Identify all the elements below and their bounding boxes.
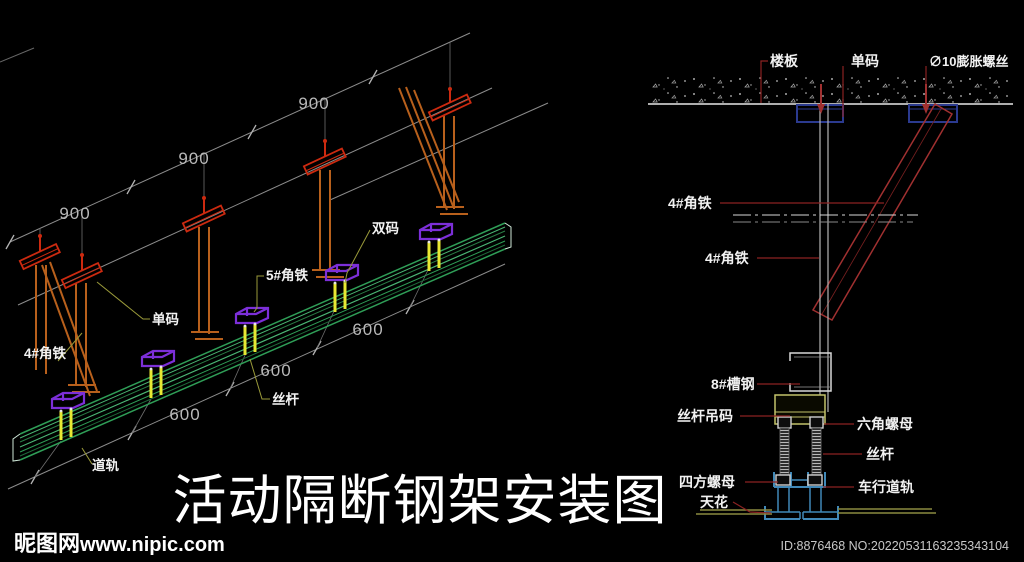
label-shuangma-iso: 双码 <box>372 221 399 236</box>
carriage-track <box>764 472 839 520</box>
expansion-screw-arrows <box>817 84 930 114</box>
label-sifang-luomu: 四方螺母 <box>679 474 735 490</box>
iso-view: 900 900 900 600 600 600 单码 4#角铁 双码 5#角铁 … <box>0 32 549 490</box>
label-chexing-daogui: 车行道轨 <box>858 479 914 495</box>
square-nuts <box>775 474 823 486</box>
diagonal-brace <box>811 102 954 321</box>
vertical-angle-iron <box>819 104 829 412</box>
watermark-site-url: www.nipic.com <box>79 534 225 556</box>
iso-clamps-and-rods <box>50 222 454 440</box>
dim-900-1: 900 <box>59 204 90 223</box>
label-liujiao-luomu: 六角螺母 <box>857 416 913 432</box>
iso-track-rail <box>12 222 512 462</box>
dim-900-2: 900 <box>178 149 209 168</box>
iso-dim-ticks-top <box>5 69 378 250</box>
label-louban: 楼板 <box>770 53 799 69</box>
dim-600-2: 600 <box>260 361 291 380</box>
watermark: 昵图网 www.nipic.com <box>14 531 225 556</box>
label-jiaotie4-vert: 4#角铁 <box>705 250 749 266</box>
label-danma-iso: 单码 <box>152 311 179 327</box>
label-sigan-section: 丝杆 <box>866 446 894 462</box>
label-jiaotie5-iso: 5#角铁 <box>266 267 309 283</box>
label-daogui-iso: 道轨 <box>92 457 119 473</box>
dim-600-1: 600 <box>169 405 200 424</box>
drawing-title: 活动隔断钢架安装图 <box>173 471 668 531</box>
label-jiaotie4-brace: 4#角铁 <box>668 195 712 211</box>
section-view: 楼板 单码 ∅10膨胀螺丝 4#角铁 4#角铁 8#槽钢 丝杆吊码 六角螺母 丝… <box>648 53 1013 520</box>
channel-steel <box>789 352 832 392</box>
label-danma-section: 单码 <box>851 53 879 69</box>
iso-leader-lines <box>57 229 371 465</box>
dim-600-3: 600 <box>352 320 383 339</box>
label-pengzhang-luosi: ∅10膨胀螺丝 <box>929 54 1008 69</box>
image-id-text: ID:8876468 NO:20220531163235343104 <box>781 539 1009 553</box>
watermark-site-name: 昵图网 <box>14 531 80 556</box>
concrete-slab-stipple <box>652 75 1008 103</box>
label-tianhua: 天花 <box>700 494 728 510</box>
label-jiaotie4-iso: 4#角铁 <box>24 345 67 361</box>
dim-900-3: 900 <box>298 94 329 113</box>
label-caogang8: 8#槽钢 <box>711 376 755 392</box>
iso-top-brackets <box>18 87 472 290</box>
label-sigan-iso: 丝杆 <box>272 391 299 407</box>
ceiling-lines <box>696 508 936 515</box>
label-sigan-diaoma: 丝杆吊码 <box>677 408 733 424</box>
